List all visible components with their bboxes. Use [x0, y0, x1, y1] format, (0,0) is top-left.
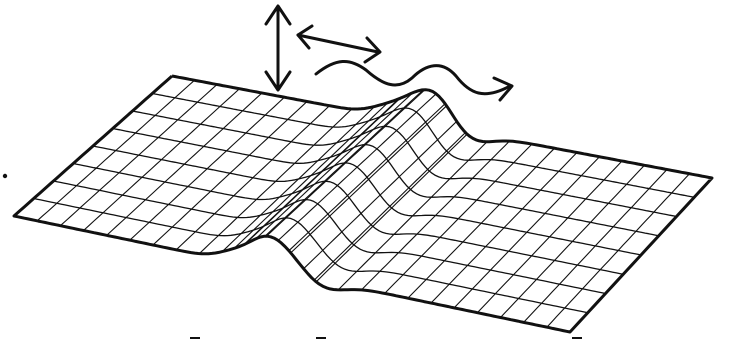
- mesh-line-col: [222, 106, 375, 251]
- mesh-line-col: [278, 94, 436, 241]
- mesh-line-col: [501, 165, 645, 317]
- vertical-double-arrow-icon: [266, 6, 290, 90]
- mesh-line-col: [176, 106, 329, 250]
- mesh-line-col: [477, 161, 622, 313]
- mesh-line-col: [454, 157, 599, 308]
- mesh-line-row: [152, 94, 694, 198]
- mesh-line-col: [256, 93, 413, 239]
- mesh-line-row: [93, 146, 641, 255]
- mesh-line-col: [547, 174, 690, 327]
- mesh-line-row: [133, 111, 677, 217]
- edge-mark: [3, 174, 7, 178]
- mesh-line-row: [113, 129, 659, 236]
- mesh-line-col: [385, 144, 532, 293]
- wavy-arrow-icon: [316, 61, 512, 100]
- mesh-line-col: [524, 170, 667, 323]
- diagonal-double-arrow-icon: [298, 26, 380, 62]
- mesh-line-row: [73, 164, 623, 275]
